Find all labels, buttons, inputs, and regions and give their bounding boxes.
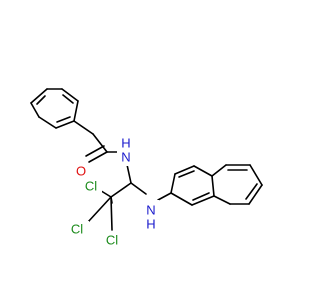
svg-text:N: N bbox=[146, 203, 155, 218]
ccl-bond-3 bbox=[110, 196, 113, 231]
svg-text:Cl: Cl bbox=[71, 222, 83, 237]
atom-label-amine-nh: N H bbox=[143, 200, 159, 232]
atom-label-chlorine-1: Cl bbox=[80, 178, 102, 194]
svg-text:O: O bbox=[76, 164, 86, 179]
svg-text:H: H bbox=[121, 136, 130, 151]
atom-label-amide-nh: H N bbox=[117, 136, 133, 166]
phenyl-ring bbox=[30, 88, 79, 129]
svg-text:N: N bbox=[121, 150, 130, 165]
atom-label-chlorine-2: Cl bbox=[65, 221, 89, 237]
svg-text:H: H bbox=[146, 217, 155, 232]
naphthalene-rings bbox=[170, 164, 263, 206]
svg-text:Cl: Cl bbox=[85, 179, 97, 194]
atom-label-chlorine-3: Cl bbox=[100, 232, 124, 248]
svg-text:Cl: Cl bbox=[106, 233, 118, 248]
molecule-structure: O H N N H Cl Cl Cl bbox=[30, 88, 263, 248]
atom-label-oxygen: O bbox=[74, 163, 88, 179]
acetyl-chain bbox=[73, 120, 121, 163]
